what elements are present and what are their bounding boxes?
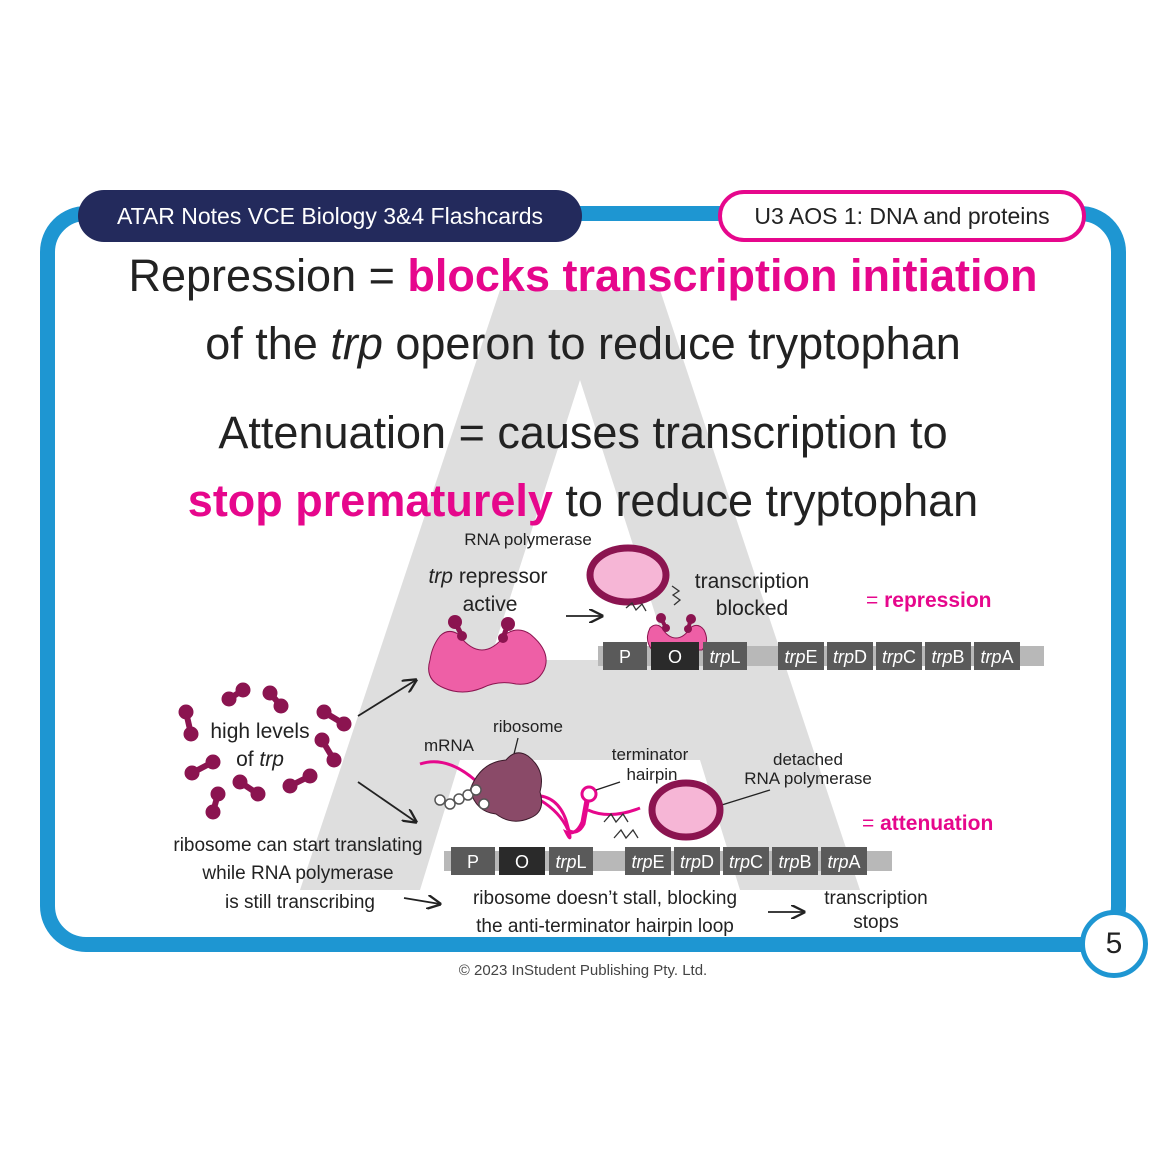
topic-pill: U3 AOS 1: DNA and proteins xyxy=(718,190,1086,242)
headline-text: of the xyxy=(205,318,331,369)
trp-molecule-cluster xyxy=(178,682,352,820)
rna-polymerase-detached-icon xyxy=(648,779,724,841)
svg-text:trpE: trpE xyxy=(631,852,664,872)
headline-highlight: stop prematurely xyxy=(187,475,553,526)
svg-text:trpL: trpL xyxy=(709,647,740,667)
gene-row-top: P O trpL trpE trpD trpC trpB trpA xyxy=(603,642,1020,670)
arrow-icon xyxy=(403,898,440,904)
page-number-badge: 5 xyxy=(1080,910,1148,978)
trp-molecule-icon xyxy=(448,615,467,641)
ribosome-label: ribosome xyxy=(493,717,563,736)
active-label: active xyxy=(463,593,518,616)
trp-molecule-icon xyxy=(221,682,251,707)
terminator-hairpin-strand xyxy=(567,801,590,834)
headline-attenuation: Attenuation = causes transcription to xyxy=(218,407,948,458)
ribosome-note-line2: while RNA polymerase xyxy=(201,863,393,884)
headline-highlight: blocks transcription initiation xyxy=(407,250,1038,301)
detached-label: detached xyxy=(773,750,843,769)
trp-molecule-icon xyxy=(178,704,199,742)
stops-note-line2: stops xyxy=(853,912,898,933)
headline-text: to reduce tryptophan xyxy=(552,475,979,526)
ribosome-note-line3: is still transcribing xyxy=(225,892,375,913)
stops-note-line1: transcription xyxy=(824,888,928,909)
trp-molecule-icon xyxy=(282,768,318,794)
svg-text:trpD: trpD xyxy=(680,852,714,872)
svg-text:trpC: trpC xyxy=(882,647,916,667)
trp-molecule-icon xyxy=(205,786,226,820)
repression-label: = repression xyxy=(866,589,992,612)
headline-text: Repression = xyxy=(128,250,408,301)
terminator-label: terminator xyxy=(612,745,689,764)
svg-text:trpB: trpB xyxy=(778,852,811,872)
hairpin-loop-icon xyxy=(580,785,598,803)
trp-molecule-icon xyxy=(498,617,515,643)
squiggle-icon xyxy=(671,585,682,606)
polypeptide-chain-icon xyxy=(434,784,490,810)
headline-text: operon to reduce tryptophan xyxy=(382,318,961,369)
rna-polymerase-label: RNA polymerase xyxy=(464,530,592,549)
gene-row-bottom: P O trpL trpE trpD trpC trpB trpA xyxy=(451,847,867,875)
blocked-label: blocked xyxy=(716,597,788,620)
svg-text:P: P xyxy=(619,647,631,667)
stall-note-line2: the anti-terminator hairpin loop xyxy=(476,916,734,937)
repressor-icon xyxy=(428,629,547,693)
trp-molecule-icon xyxy=(314,732,342,768)
squiggle-icon xyxy=(625,602,647,612)
svg-text:trpA: trpA xyxy=(980,647,1013,667)
atar-watermark-icon xyxy=(300,290,860,890)
svg-text:trpA: trpA xyxy=(827,852,860,872)
detached-rnap-label: RNA polymerase xyxy=(744,769,872,788)
svg-text:trpL: trpL xyxy=(555,852,586,872)
trp-molecule-icon xyxy=(184,754,221,781)
high-levels-label: high levels xyxy=(210,720,309,743)
svg-text:trpB: trpB xyxy=(931,647,964,667)
svg-text:O: O xyxy=(668,647,682,667)
of-trp-label: of trp xyxy=(236,748,284,771)
deck-title-pill: ATAR Notes VCE Biology 3&4 Flashcards xyxy=(78,190,582,242)
arrow-icon xyxy=(357,781,416,822)
arrow-icon xyxy=(357,680,416,717)
svg-text:O: O xyxy=(515,852,529,872)
mrna-label: mRNA xyxy=(424,736,475,755)
trp-molecule-icon xyxy=(262,685,289,714)
headline-stop: stop prematurely to reduce tryptophan xyxy=(40,475,1126,527)
squiggle-icon xyxy=(603,812,629,824)
stall-note-line1: ribosome doesn’t stall, blocking xyxy=(473,888,737,909)
headline-italic: trp xyxy=(330,318,383,369)
svg-text:trpE: trpE xyxy=(784,647,817,667)
svg-text:trpC: trpC xyxy=(729,852,763,872)
transcription-label: transcription xyxy=(695,570,809,593)
squiggle-icon xyxy=(613,828,639,840)
trp-molecule-icon xyxy=(232,774,266,802)
mrna-strand xyxy=(419,760,588,840)
svg-text:P: P xyxy=(467,852,479,872)
svg-text:trpD: trpD xyxy=(833,647,867,667)
repressor-label: trp repressor xyxy=(428,565,547,588)
hairpin-leader-line xyxy=(595,781,621,791)
attenuation-label: = attenuation xyxy=(862,812,993,835)
rna-polymerase-icon xyxy=(586,544,670,606)
trp-molecule-icon xyxy=(316,704,352,732)
headline-repression: Repression = blocks transcription initia… xyxy=(40,250,1126,302)
copyright-text: © 2023 InStudent Publishing Pty. Ltd. xyxy=(458,962,708,979)
hairpin-label: hairpin xyxy=(626,765,677,784)
ribosome-note-line1: ribosome can start translating xyxy=(173,835,422,856)
headline-trp-operon: of the trp operon to reduce tryptophan xyxy=(40,318,1126,370)
